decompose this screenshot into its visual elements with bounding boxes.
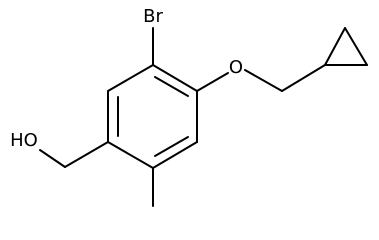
- ring-bond-c2-c3: [152, 64, 198, 92]
- bond-o-ch2: [244, 69, 283, 92]
- bond-c6-ch2: [64, 141, 109, 168]
- cyclopropyl-bond-b: [344, 27, 368, 66]
- oxygen-label: O: [229, 57, 243, 78]
- ring-bond-c1-c2: [107, 64, 154, 92]
- cyclopropyl-bond-a: [324, 27, 346, 66]
- bond-c3-o: [196, 72, 229, 92]
- ring-double-bond-bottom-right: [154, 136, 189, 157]
- bond-ch2-cyclopropyl: [281, 64, 326, 92]
- bond-ch2-oh: [39, 149, 66, 168]
- ring-bond-c5-c6: [107, 141, 154, 169]
- ring-double-bond-top-right: [154, 76, 189, 97]
- molecule-structure: Br O HO: [10, 6, 368, 207]
- bromine-label: Br: [143, 6, 163, 27]
- hydroxyl-label: HO: [10, 130, 38, 151]
- ring-bond-c4-c5: [152, 141, 198, 169]
